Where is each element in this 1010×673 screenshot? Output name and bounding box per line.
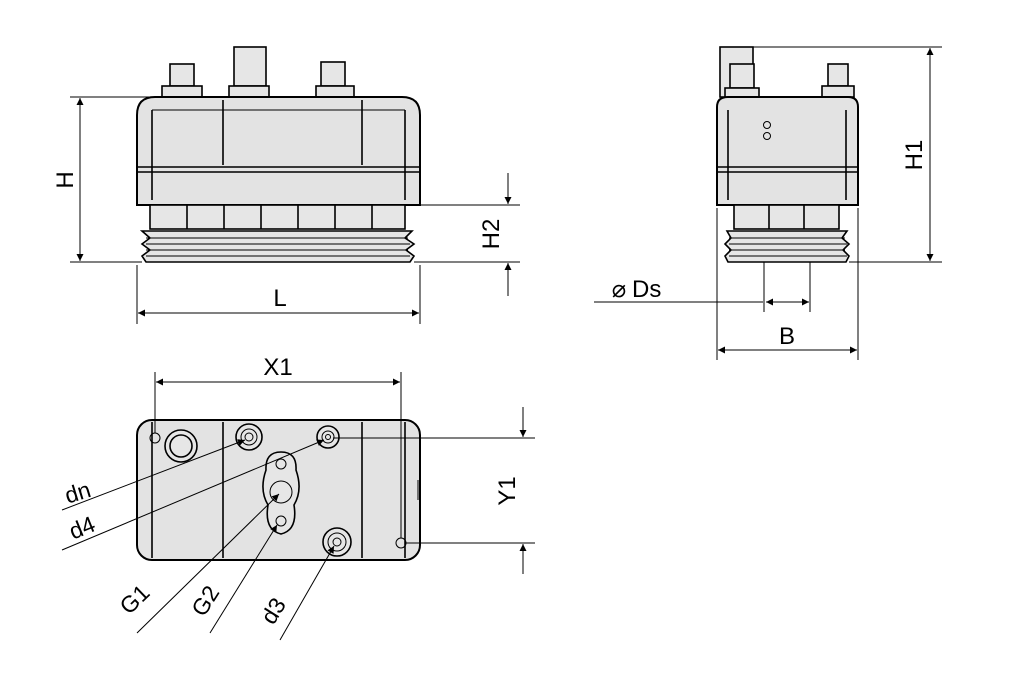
side-housing <box>716 96 859 206</box>
front-suction-cups <box>139 204 416 263</box>
dimension-l: L <box>136 265 421 324</box>
front-fittings <box>161 46 355 98</box>
side-view: H1 ⌀ Ds B <box>594 46 942 360</box>
leader-d3-label: d3 <box>255 593 291 628</box>
dimension-y1-label: Y1 <box>494 476 521 505</box>
dimension-h1: H1 <box>753 46 942 263</box>
leader-d4-label: d4 <box>65 511 99 545</box>
top-fitting-hex <box>164 429 198 463</box>
front-view: H L H2 <box>52 46 520 324</box>
top-fitting-dn <box>235 423 263 451</box>
leader-g1-label: G1 <box>114 579 154 619</box>
dimension-h1-label: H1 <box>901 140 928 171</box>
dimension-l-label: L <box>273 285 286 312</box>
dimension-x1-label: X1 <box>263 354 292 381</box>
dimension-h: H <box>52 96 160 263</box>
front-housing <box>136 96 421 206</box>
dimension-b: B <box>716 208 859 360</box>
top-fitting-d3 <box>322 527 352 557</box>
leader-dn-label: dn <box>62 476 94 508</box>
top-fitting-d4 <box>316 425 340 449</box>
dimension-ds: ⌀ Ds <box>594 262 811 312</box>
top-view: X1 Y1 dn d4 G1 G2 d3 <box>62 354 535 641</box>
dimension-y1: Y1 <box>333 407 535 574</box>
side-suction-cups <box>723 204 851 263</box>
diameter-symbol: ⌀ <box>612 276 626 303</box>
dimension-b-label: B <box>779 323 795 350</box>
top-mounting-plate <box>262 451 300 535</box>
side-fittings <box>719 46 855 99</box>
leader-g2-label: G2 <box>186 581 224 621</box>
dimension-x1: X1 <box>154 354 402 538</box>
dimension-h2-label: H2 <box>478 219 505 250</box>
dimension-h-label: H <box>52 171 79 188</box>
dimension-ds-label: Ds <box>632 276 661 303</box>
dimension-h2: H2 <box>414 173 520 296</box>
